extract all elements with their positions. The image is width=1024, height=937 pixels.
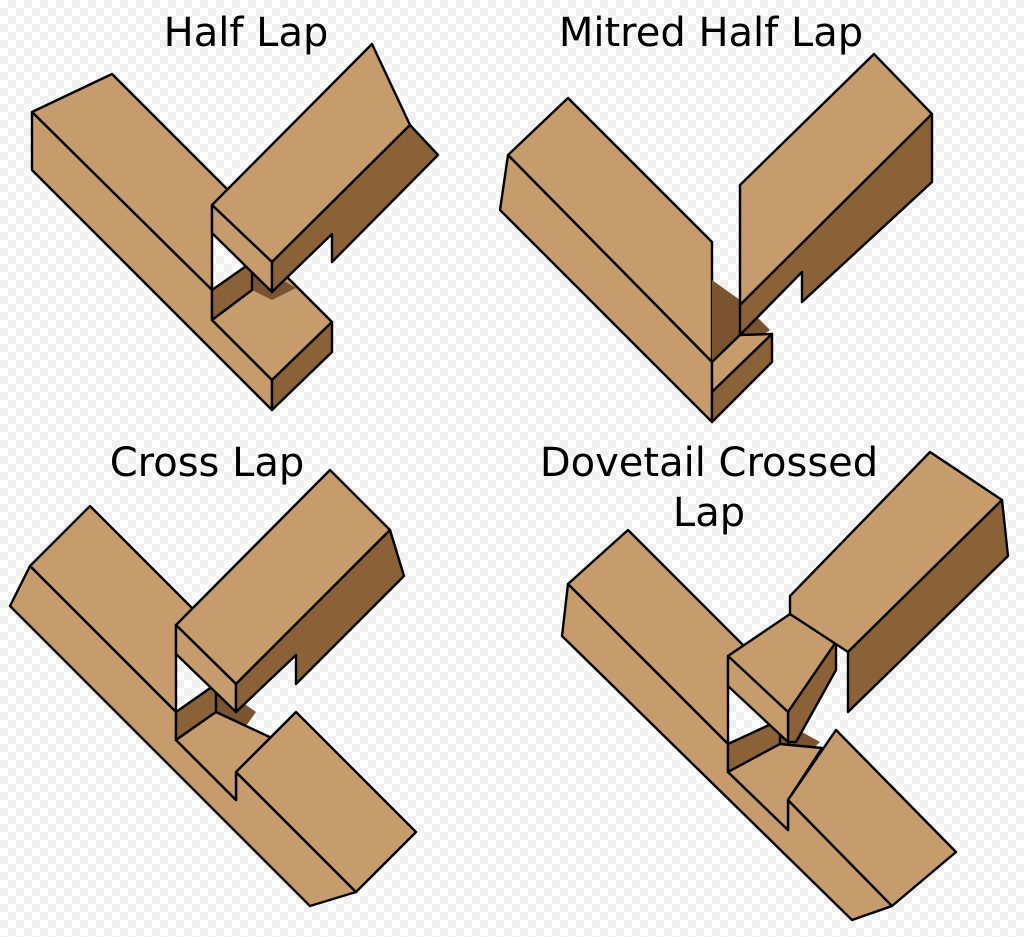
mitred-half-lap-title: Mitred Half Lap [559,10,863,56]
mitred-board-b-side [738,112,934,337]
cross-lap-joint: Cross Lap [8,440,418,908]
half-lap-title: Half Lap [164,10,329,56]
dovetail-board-b-side [846,498,1010,714]
half-lap-notch-wall [210,260,254,322]
cross-lap-board-a-lower-top [234,710,418,894]
mitred-half-lap-joint: Mitred Half Lap [498,10,934,424]
half-lap-board-b-side [270,123,440,294]
dovetail-crossed-lap-joint: Dovetail Crossed Lap [540,440,1010,922]
half-lap-board-a-end-side [270,320,334,412]
dovetail-title-line2: Lap [673,490,745,536]
dovetail-tail-front [726,654,790,744]
cross-lap-board-b-side [234,528,406,714]
half-lap-joint: Half Lap [30,10,440,412]
mitred-tongue-side [710,332,774,424]
dovetail-board-a-lower-top [786,728,958,908]
dovetail-title-line1: Dovetail Crossed [540,440,878,486]
cross-lap-title: Cross Lap [110,440,305,486]
